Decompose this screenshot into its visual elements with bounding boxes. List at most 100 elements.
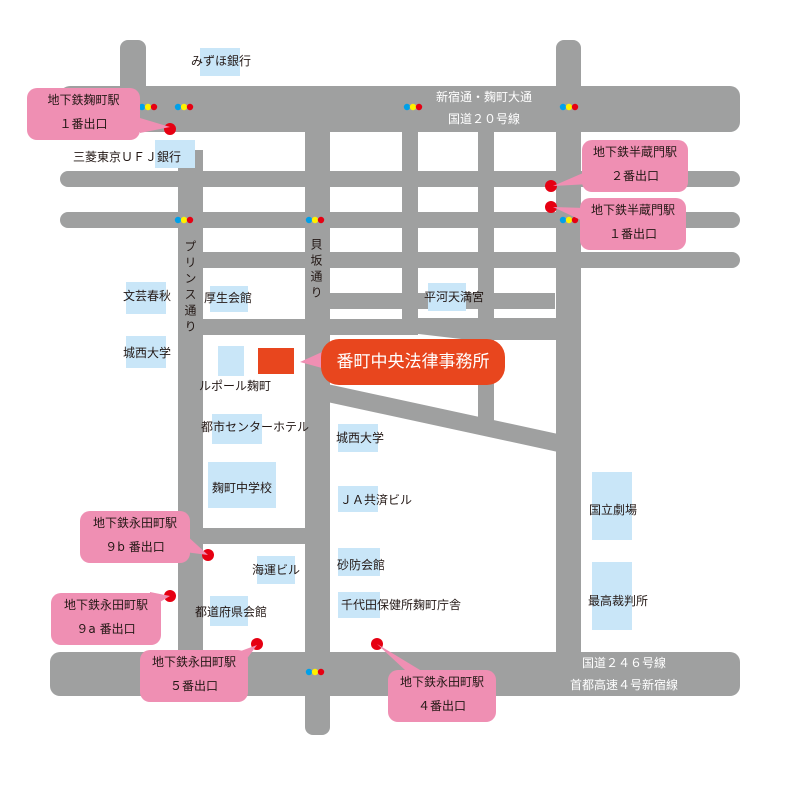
kosei-kaikan-block (210, 286, 248, 312)
street-h5 (178, 319, 418, 335)
traffic-signal-icon (174, 103, 194, 111)
callout-nagatacho-exit9a-exit: ９a 番出口 (76, 622, 136, 636)
shuto4-label: 首都高速４号新宿線 (569, 678, 679, 692)
pointer-nagatacho4 (377, 644, 420, 670)
pointer-koujimachi1 (140, 118, 170, 133)
route20-label: 国道２０号線 (447, 112, 521, 126)
lupor-block (218, 346, 244, 376)
street-v-left (120, 40, 146, 96)
callout-nagatacho-exit5-station: 地下鉄永田町駅 (151, 655, 236, 669)
koujimachi-jhs-block (208, 462, 276, 508)
signal-light (571, 216, 579, 224)
callout-hanzomon-exit1: 地下鉄半蔵門駅 １番出口 (580, 198, 686, 250)
signal-light (317, 668, 325, 676)
saikosai-label: 最高裁判所 (587, 594, 649, 608)
signal-light (311, 216, 319, 224)
callout-nagatacho-exit4-station: 地下鉄永田町駅 (399, 675, 484, 689)
signal-light (174, 103, 182, 111)
josai-left-block (126, 336, 166, 368)
callout-hanzomon-exit2-station: 地下鉄半蔵門駅 (592, 145, 677, 159)
signal-light (559, 103, 567, 111)
office-location-marker (258, 348, 294, 374)
signal-light (186, 103, 194, 111)
callout-hanzomon-exit1-exit: １番出口 (608, 227, 657, 241)
bungeishunju-block (126, 282, 166, 314)
signal-light (317, 216, 325, 224)
signal-light (180, 103, 188, 111)
street-h3 (178, 252, 740, 268)
signal-light (571, 103, 579, 111)
callout-hanzomon-exit2-exit: ２番出口 (610, 169, 659, 183)
kaiun-block (257, 556, 295, 584)
kokuritsu-block (592, 472, 632, 540)
sabo-block (338, 548, 380, 576)
chiyoda-hoken-label: 千代田保健所麹町庁舎 (340, 598, 462, 612)
station-exit-marker-hanzomon1 (545, 201, 557, 213)
pointer-office (300, 352, 322, 368)
traffic-signal-icon (403, 103, 423, 111)
signal-light (174, 216, 182, 224)
callout-hanzomon-exit2: 地下鉄半蔵門駅 ２番出口 (582, 140, 688, 192)
street-h6 (178, 528, 318, 544)
kaiun-label: 海運ビル (251, 563, 301, 577)
signal-light (415, 103, 423, 111)
traffic-signal-icon (305, 668, 325, 676)
callout-nagatacho-exit9b-exit: ９b 番出口 (105, 540, 165, 554)
pointer-hanzomon1 (553, 207, 585, 222)
signal-light (180, 216, 188, 224)
station-exit-marker-hanzomon2 (545, 180, 557, 192)
mizuho-label: みずほ銀行 (190, 54, 252, 68)
traffic-signal-icon (174, 216, 194, 224)
callout-nagatacho-exit9a: 地下鉄永田町駅 ９a 番出口 (51, 593, 161, 645)
callout-nagatacho-exit9b: 地下鉄永田町駅 ９b 番出口 (80, 511, 190, 563)
signal-light (565, 216, 573, 224)
hirakawa-label: 平河天満宮 (423, 290, 485, 304)
kaizaka-dori-label: 貝坂通り (309, 238, 323, 302)
ja-kyosai-label: ＪＡ共済ビル (339, 493, 413, 507)
ja-kyosai-block (338, 486, 378, 512)
shinjuku-dori-label: 新宿通・麹町大通 (435, 90, 533, 104)
callout-nagatacho-exit9b-station: 地下鉄永田町駅 (92, 516, 177, 530)
signal-light (138, 103, 146, 111)
traffic-signal-icon (559, 216, 579, 224)
office-name-callout: 番町中央法律事務所 (321, 339, 505, 385)
signal-light (403, 103, 411, 111)
callout-nagatacho-exit5-exit: ５番出口 (169, 679, 218, 693)
josai-left-label: 城西大学 (122, 346, 172, 360)
callout-nagatacho-exit9a-station: 地下鉄永田町駅 (63, 598, 148, 612)
street-v2 (402, 120, 418, 335)
prince-dori-road (178, 150, 203, 665)
sabo-label: 砂防会館 (336, 558, 386, 572)
signal-light (150, 103, 158, 111)
pointer-nagatacho9b (185, 534, 208, 555)
callout-nagatacho-exit5: 地下鉄永田町駅 ５番出口 (140, 650, 248, 702)
signal-light (311, 668, 319, 676)
signal-light (409, 103, 417, 111)
kaizaka-dori-road (305, 120, 330, 735)
toshi-center-block (212, 414, 262, 444)
mizuho-bank-block (200, 48, 240, 76)
callout-nagatacho-exit4-exit: ４番出口 (417, 699, 466, 713)
pointer-hanzomon2 (553, 170, 590, 186)
traffic-signal-icon (138, 103, 158, 111)
traffic-signal-icon (305, 216, 325, 224)
route246-label: 国道２４６号線 (581, 656, 667, 670)
signal-light (186, 216, 194, 224)
hirakawa-block (428, 283, 466, 311)
callout-nagatacho-exit4: 地下鉄永田町駅 ４番出口 (388, 670, 496, 722)
chiyoda-hoken-block (338, 592, 380, 618)
callout-hanzomon-exit1-station: 地下鉄半蔵門駅 (590, 203, 675, 217)
mufg-bank-block (155, 140, 195, 168)
traffic-signals (138, 103, 579, 676)
signal-light (565, 103, 573, 111)
toshi-center-label: 都市センターホテル (200, 420, 310, 434)
kokuritsu-label: 国立劇場 (588, 503, 638, 517)
todofuken-block (210, 596, 248, 626)
bungeishunju-label: 文芸春秋 (122, 289, 172, 303)
signal-light (305, 668, 313, 676)
signal-light (559, 216, 567, 224)
diagonal-street-1 (410, 318, 556, 340)
koujimachi-jhs-label: 麹町中学校 (211, 481, 273, 495)
saikosai-block (592, 562, 632, 630)
callout-koujimachi-exit1: 地下鉄麹町駅 １番出口 (27, 88, 140, 140)
